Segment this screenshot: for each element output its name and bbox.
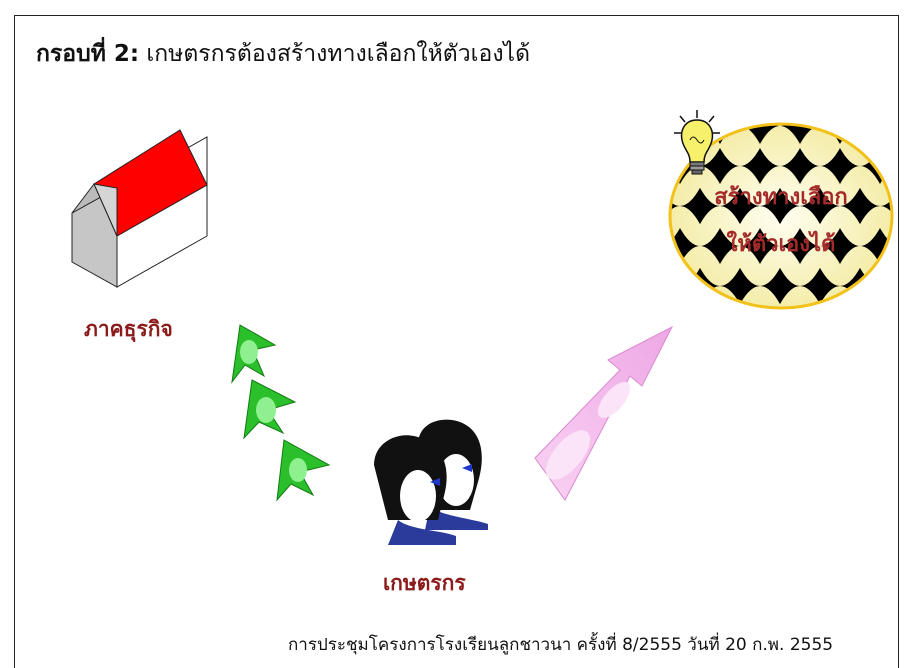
title-lead: กรอบที่ 2: xyxy=(36,41,140,67)
business-sector-label: ภาคธุรกิจ xyxy=(84,317,173,341)
slide-title: กรอบที่ 2: เกษตรกรต้องสร้างทางเลือกให้ตั… xyxy=(36,36,530,72)
bubble-text-line2: ให้ตัวเองได้ xyxy=(726,232,836,257)
green-arrow-icon xyxy=(231,324,331,502)
footer-note: การประชุมโครงการโรงเรียนลูกชาวนา ครั้งที… xyxy=(288,635,834,655)
title-text: เกษตรกรต้องสร้างทางเลือกให้ตัวเองได้ xyxy=(146,41,531,67)
idea-bubble xyxy=(668,122,894,310)
slide-frame xyxy=(14,15,899,668)
farmer-people-icon xyxy=(374,419,488,545)
house-icon xyxy=(71,129,208,288)
bubble-text-line1: สร้างทางเลือก xyxy=(714,185,848,210)
pink-arrow-icon xyxy=(534,325,674,501)
lightbulb-icon xyxy=(674,110,720,175)
farmer-label: เกษตรกร xyxy=(383,571,466,595)
